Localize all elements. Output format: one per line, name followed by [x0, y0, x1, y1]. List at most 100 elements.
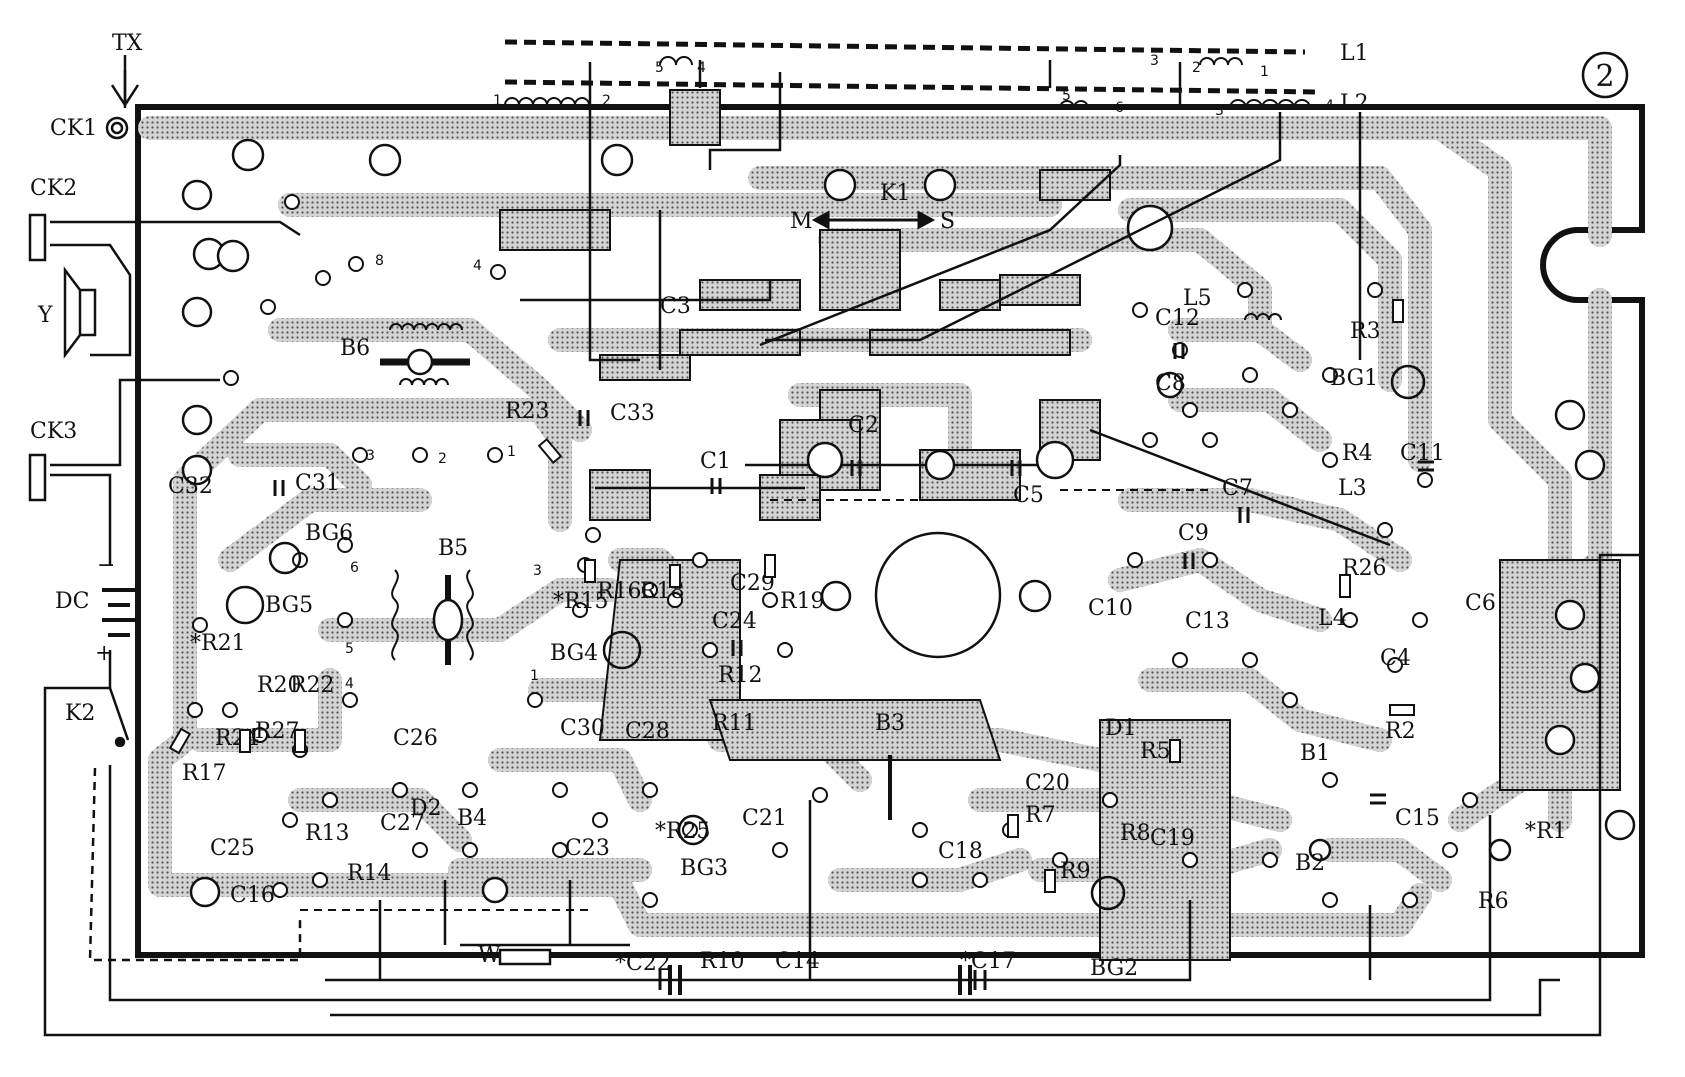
antenna-rod-lines — [504, 39, 1321, 95]
capacitor-c20-label: C20 — [1025, 771, 1070, 796]
capacitor-c14-label: C14 — [775, 949, 820, 974]
resistor-r17-label: R17 — [182, 761, 227, 786]
transformer-b3-label: B3 — [875, 711, 905, 736]
coil-l5-label: L5 — [1183, 286, 1212, 311]
resistor-r4-label: R4 — [1342, 441, 1373, 466]
labels-transformers: B1 B2 B3 B4 B5 B6 — [340, 336, 1330, 876]
capacitor-c19-label: C19 — [1150, 826, 1195, 851]
pin-l2-3: 3 — [1150, 53, 1159, 69]
resistor-r27-label: R27 — [255, 719, 300, 744]
resistor-r8-label: R8 — [1120, 821, 1151, 846]
capacitor-c6-label: C6 — [1465, 591, 1496, 616]
pad-blocks — [499, 89, 1621, 961]
battery-label: DC — [55, 589, 89, 614]
resistor-r1-label: *R1 — [1525, 819, 1567, 844]
resistor-r13-label: R13 — [305, 821, 350, 846]
jack-ck3-label: CK3 — [30, 419, 77, 444]
capacitor-c7-label: C7 — [1222, 476, 1253, 501]
transistor-bg5-label: BG5 — [265, 593, 313, 618]
volume-w-label: W — [478, 943, 501, 968]
capacitor-c1-label: C1 — [700, 449, 731, 474]
pin-numbers: 1 2 5 4 3 2 1 3 4 5 6 8 4 3 2 1 6 5 4 3 … — [345, 53, 1334, 692]
labels-capacitors: C1 C2 C3 C4 C5 C6 C7 C8 C9 C10 C11 C12 C… — [168, 294, 1496, 976]
resistor-r25-label: *R25 — [655, 819, 711, 844]
resistor-r11-label: R11 — [712, 711, 757, 736]
figure-number-text: 2 — [1595, 59, 1614, 94]
transistor-bg6-label: BG6 — [305, 521, 353, 546]
resistor-r5-label: R5 — [1140, 739, 1171, 764]
band-s-label: S — [940, 209, 955, 234]
resistor-r2-label: R2 — [1385, 719, 1416, 744]
pin-b5-4: 4 — [345, 676, 354, 692]
resistor-r23-label: R23 — [505, 399, 550, 424]
resistor-r10-label: R10 — [700, 949, 745, 974]
jack-ck2-label: CK2 — [30, 176, 77, 201]
band-m-label: M — [790, 209, 813, 234]
antenna-label: TX — [112, 31, 143, 56]
transformer-b4-label: B4 — [457, 806, 487, 831]
capacitor-c4-label: C4 — [1380, 646, 1411, 671]
transistor-bg4-label: BG4 — [550, 641, 598, 666]
capacitor-c31-label: C31 — [295, 471, 340, 496]
capacitor-c33-label: C33 — [610, 401, 655, 426]
pin-l2-2: 2 — [1192, 60, 1201, 76]
pin-b6-8: 8 — [375, 253, 384, 269]
resistor-r22-label: R22 — [290, 673, 335, 698]
labels-coils: L1 L2 L3 L4 L5 — [1183, 41, 1369, 631]
labels-transistors: BG1 BG2 BG3 BG4 BG5 BG6 — [265, 366, 1378, 981]
capacitor-c22-label: *C22 — [615, 951, 671, 976]
pin-l2-3b: 3 — [1215, 103, 1224, 119]
capacitor-c28-label: C28 — [625, 719, 670, 744]
transistor-symbols — [225, 364, 1426, 911]
pin-b6-2: 2 — [438, 451, 447, 467]
labels-external: TX CK1 CK2 CK3 Y DC − + K2 K1 M S W — [30, 31, 955, 968]
capacitor-c13-label: C13 — [1185, 609, 1230, 634]
coil-l1-label: L1 — [1340, 41, 1369, 66]
pin-l1-5: 5 — [655, 60, 664, 76]
transformer-b2-label: B2 — [1295, 851, 1325, 876]
resistor-symbols — [168, 299, 1415, 893]
capacitor-c10-label: C10 — [1088, 596, 1133, 621]
resistor-r21-label: *R21 — [190, 631, 246, 656]
pin-l1-4: 4 — [697, 60, 706, 76]
diode-d1-label: D1 — [1105, 716, 1137, 741]
pin-b5-6: 6 — [350, 560, 359, 576]
capacitor-c15-label: C15 — [1395, 806, 1440, 831]
resistor-r12-label: R12 — [718, 663, 763, 688]
battery-plus-label: + — [95, 641, 113, 666]
capacitor-c18-label: C18 — [938, 839, 983, 864]
transistor-bg1-label: BG1 — [1330, 366, 1378, 391]
diode-d2-label: D2 — [410, 796, 442, 821]
coil-l3-label: L3 — [1338, 476, 1367, 501]
capacitor-c24-label: C24 — [712, 609, 757, 634]
capacitor-c25-label: C25 — [210, 836, 255, 861]
capacitor-c2-label: C2 — [848, 413, 879, 438]
wiring — [43, 55, 1640, 1037]
pin-l2-4: 4 — [1325, 98, 1334, 114]
capacitor-c30-label: C30 — [560, 716, 605, 741]
coil-l2-label: L2 — [1340, 91, 1369, 116]
pin-l2-1: 1 — [1260, 64, 1269, 80]
capacitor-symbols — [273, 343, 1434, 990]
transistor-bg3-label: BG3 — [680, 856, 728, 881]
labels-diodes: D1 D2 — [410, 716, 1137, 821]
coil-l4-label: L4 — [1318, 606, 1347, 631]
pin-b6-3: 3 — [366, 448, 375, 464]
transformer-b1-label: B1 — [1300, 741, 1330, 766]
resistor-r3-label: R3 — [1350, 319, 1381, 344]
pin-l2-6: 6 — [1115, 100, 1124, 116]
transformer-b6-label: B6 — [340, 336, 370, 361]
transformer-b5-label: B5 — [438, 536, 468, 561]
capacitor-c21-label: C21 — [742, 806, 787, 831]
speaker-label: Y — [37, 303, 53, 328]
resistor-r6-label: R6 — [1478, 889, 1509, 914]
capacitor-c32-label: C32 — [168, 474, 213, 499]
tuning-gang — [806, 440, 1075, 481]
pin-l2-5: 5 — [1062, 88, 1071, 104]
pin-l1-1: 1 — [493, 93, 502, 109]
resistor-r19-label: R19 — [780, 589, 825, 614]
board-outline — [135, 104, 1645, 958]
resistor-r24-label: R24 — [215, 726, 260, 751]
capacitor-c3-label: C3 — [660, 294, 691, 319]
